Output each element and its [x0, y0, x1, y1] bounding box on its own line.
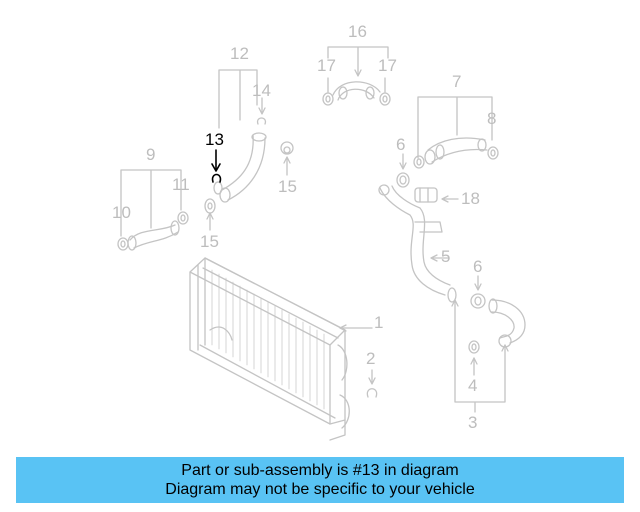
- clamp-4: [468, 340, 480, 354]
- callout-2: 2: [366, 349, 376, 368]
- callout-17-left: 17: [317, 56, 336, 75]
- banner-line-1: Part or sub-assembly is #13 in diagram: [181, 462, 459, 479]
- banner-line-2: Diagram may not be specific to your vehi…: [165, 481, 475, 498]
- info-banner: Part or sub-assembly is #13 in diagram D…: [16, 457, 624, 503]
- hose-7: [413, 137, 499, 169]
- callout-15-right: 15: [278, 177, 297, 196]
- pipe-5: [378, 184, 457, 303]
- callout-1: 1: [374, 313, 384, 332]
- callout-6-bottom: 6: [473, 257, 483, 276]
- intercooler-1: [189, 257, 373, 441]
- callout-7: 7: [452, 72, 462, 91]
- hose-9: [117, 211, 189, 251]
- callout-11: 11: [172, 175, 190, 194]
- callout-8: 8: [487, 109, 497, 128]
- hose-16: [322, 77, 391, 106]
- callout-12: 12: [230, 44, 249, 63]
- clip-13: [211, 149, 222, 183]
- callout-15-left: 15: [200, 232, 219, 251]
- callout-14: 14: [252, 81, 271, 100]
- clip-2: [366, 369, 378, 398]
- callout-16-leader: [327, 46, 389, 77]
- clamp-15-left: [204, 198, 216, 231]
- callout-3-leader: [451, 299, 509, 413]
- callout-6-top: 6: [396, 135, 406, 154]
- clip-14: [256, 97, 267, 125]
- clamp-6-top: [396, 153, 410, 188]
- callout-7-leader: [417, 96, 493, 159]
- callout-16: 16: [348, 22, 367, 41]
- clamp-6-bottom: [470, 275, 486, 309]
- callout-13[interactable]: 13: [205, 130, 224, 149]
- callout-3: 3: [468, 413, 478, 432]
- callout-17-right: 17: [378, 56, 397, 75]
- clamp-15-right: [280, 141, 294, 176]
- parts-diagram: [117, 46, 526, 441]
- sensor-18: [414, 187, 459, 203]
- callout-9: 9: [146, 145, 156, 164]
- callout-9-leader: [120, 169, 182, 237]
- hose-12: [213, 132, 267, 203]
- callout-18: 18: [461, 189, 480, 208]
- callout-4: 4: [468, 376, 478, 395]
- callout-5: 5: [441, 247, 451, 266]
- callout-10: 10: [112, 203, 131, 222]
- callout-12-leader: [218, 69, 258, 129]
- hose-3: [488, 298, 526, 348]
